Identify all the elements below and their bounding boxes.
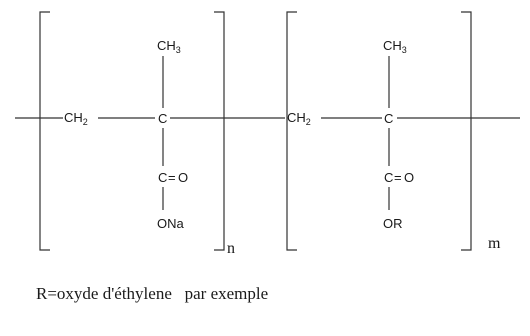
unit1-oxygen: O: [178, 170, 188, 185]
unit1-bracket-left: [39, 11, 50, 251]
unit1-double-bond: =: [168, 170, 176, 185]
unit1-bracket-right: [214, 11, 225, 251]
unit2-bracket-left: [286, 11, 297, 251]
unit2-double-bond: =: [394, 170, 402, 185]
unit1-c-carbonyl: C: [158, 170, 167, 185]
unit1-ch3-label: CH3: [157, 38, 181, 55]
unit2-ch2-label: CH2: [287, 110, 311, 127]
unit2-c-center: C: [384, 111, 393, 126]
unit2-c-carbonyl: C: [384, 170, 393, 185]
unit1-substituent-ona: ONa: [157, 216, 185, 231]
unit2-oxygen: O: [404, 170, 414, 185]
unit2-substituent-or: OR: [383, 216, 403, 231]
unit2-bracket-right: [461, 11, 472, 251]
unit2-repeat-index: m: [488, 235, 501, 252]
unit2-ch3-label: CH3: [383, 38, 407, 55]
unit1-c-center: C: [158, 111, 167, 126]
unit1-ch2-label: CH2: [64, 110, 88, 127]
r-group-caption: R=oxyde d'éthylene par exemple: [36, 284, 269, 303]
unit1-repeat-index: n: [227, 240, 235, 257]
